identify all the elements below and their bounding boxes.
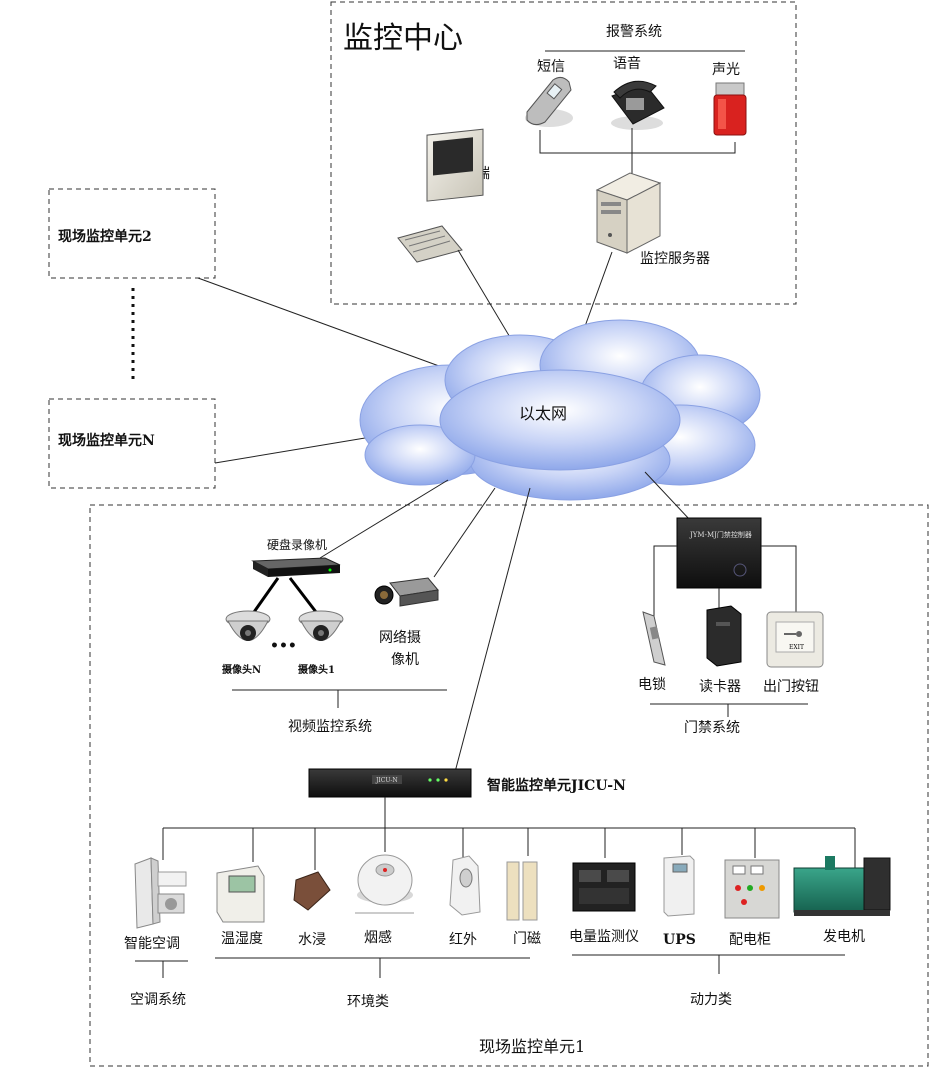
alarm-system-label: 报警系统	[606, 24, 662, 40]
ip-camera-label-2: 像机	[391, 652, 419, 668]
ip-camera-icon	[374, 577, 439, 607]
controller-lock-line	[653, 545, 677, 630]
dvr-camera-1-cable	[288, 577, 318, 613]
jicu-network-line	[454, 487, 531, 773]
ip-camera-network-line	[433, 487, 496, 578]
exit-text: EXIT	[789, 644, 804, 651]
sound-light-label: 声光	[712, 62, 740, 78]
card-reader-label: 读卡器	[699, 678, 741, 695]
temp-humidity-icon	[216, 865, 265, 923]
jicu-unit-icon	[308, 768, 472, 798]
ups-label: UPS	[663, 932, 696, 948]
smoke-label: 烟感	[364, 929, 392, 946]
infrared-label: 红外	[449, 932, 477, 948]
door-magnet-icon	[506, 861, 538, 921]
dvr-label: 硬盘录像机	[267, 537, 327, 552]
access-controller-label: JYM-MJ门禁控制器	[689, 530, 752, 539]
exit-button-label: 出门按钮	[763, 679, 819, 695]
aircon-label: 智能空调	[124, 936, 180, 952]
dvr-icon	[251, 557, 341, 577]
power-meter-label: 电量监测仪	[569, 929, 639, 945]
aircon-icon	[134, 857, 187, 929]
camera-dots: •••	[270, 638, 297, 654]
dvr-network-line	[319, 479, 449, 559]
electric-lock-label: 电锁	[638, 677, 666, 693]
water-sensor-icon	[293, 871, 331, 911]
ip-camera-label-1: 网络摄	[379, 630, 421, 646]
server-icon	[595, 172, 662, 254]
power-label: 动力类	[690, 992, 732, 1008]
site-unit-n-box	[48, 398, 216, 489]
voice-label: 语音	[613, 55, 641, 72]
monitoring-center-box	[330, 1, 797, 305]
access-system-label: 门禁系统	[684, 720, 740, 736]
door-magnet-label: 门磁	[513, 931, 541, 947]
smoke-detector-icon	[355, 854, 414, 914]
controller-exit-line	[761, 545, 797, 612]
monitoring-center-title: 监控中心	[343, 21, 463, 56]
video-system-label: 视频监控系统	[288, 719, 372, 735]
unitN-network-line	[214, 437, 366, 464]
infrared-sensor-icon	[449, 855, 481, 916]
electric-lock-icon	[642, 611, 666, 666]
dvr-camera-n-cable	[252, 577, 280, 613]
water-label: 水浸	[298, 932, 326, 948]
generator-label: 发电机	[823, 929, 865, 945]
server-label: 监控服务器	[640, 251, 710, 267]
environment-label: 环境类	[347, 994, 389, 1010]
site-unit-2-label: 现场监控单元2	[58, 228, 152, 245]
unit2-network-line	[197, 277, 451, 371]
dome-camera-1-icon	[298, 610, 344, 641]
ethernet-label: 以太网	[519, 404, 567, 423]
site-unit-1-label: 现场监控单元1	[479, 1037, 585, 1056]
sms-label: 短信	[537, 59, 565, 75]
site-unit-2-box	[48, 188, 216, 279]
aircon-system-label: 空调系统	[130, 992, 186, 1008]
distribution-label: 配电柜	[729, 932, 771, 948]
siren-icon	[713, 82, 747, 136]
access-controller-icon	[676, 517, 762, 589]
temp-humidity-label: 温湿度	[221, 931, 263, 947]
ethernet-cloud	[359, 319, 761, 501]
exit-button-icon	[766, 611, 824, 668]
mobile-phone-icon	[525, 76, 573, 127]
dome-camera-n-icon	[225, 610, 271, 641]
generator-icon	[793, 856, 891, 916]
computer-icon	[397, 128, 484, 263]
site-unit-n-label: 现场监控单元N	[58, 432, 155, 449]
site-unit-1-box	[89, 504, 929, 1067]
card-reader-icon	[706, 605, 742, 667]
camera-1-label: 摄像头1	[298, 663, 335, 676]
camera-n-label: 摄像头N	[222, 663, 261, 676]
jicu-label: 智能监控单元JICU-N	[486, 777, 626, 794]
alarm-bus-line	[539, 130, 736, 154]
ups-icon	[663, 855, 695, 917]
jicu-panel-text: JICU-N	[375, 777, 398, 784]
distribution-cabinet-icon	[724, 859, 780, 919]
access-network-line	[644, 471, 691, 521]
desk-phone-icon	[611, 80, 665, 130]
power-meter-icon	[572, 862, 636, 912]
